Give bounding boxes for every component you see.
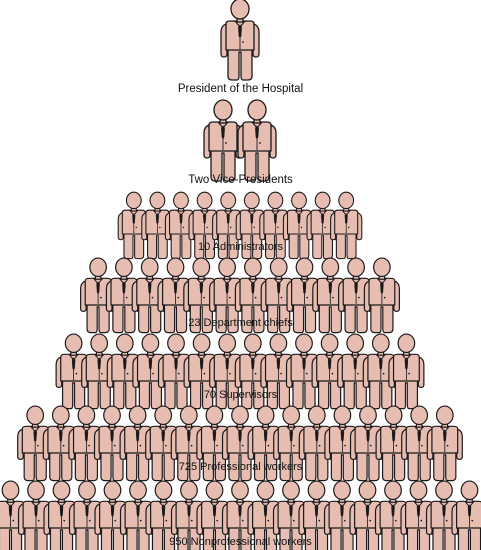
person-icon — [209, 333, 246, 410]
person-icon — [164, 191, 198, 260]
person-icon — [237, 99, 277, 182]
tier-label-nonprofessional-workers: 950 Nonprofessional workers — [169, 536, 312, 548]
person-icon — [306, 191, 339, 260]
tier-label-supervisors: 70 Supervisors — [203, 389, 278, 401]
tier-label-president: President of the Hospital — [177, 83, 304, 95]
person-icon — [203, 99, 243, 182]
person-icon — [196, 405, 233, 482]
tier-figures-supervisors — [55, 333, 425, 410]
tier-label-professional-workers: 725 Professional workers — [178, 461, 303, 473]
person-icon — [119, 405, 156, 482]
person-icon — [451, 480, 481, 550]
person-icon — [426, 405, 463, 482]
person-icon — [141, 191, 174, 260]
tier-label-vice-presidents: Two Vice-Presidents — [188, 174, 293, 186]
tier-figures-administrators — [117, 191, 363, 260]
tier-figures-vice-presidents — [203, 99, 277, 182]
tier-figures-nonprofessional-workers — [0, 480, 481, 550]
person-icon — [221, 480, 259, 550]
person-icon — [363, 257, 400, 334]
tier-figures-president — [220, 0, 260, 81]
person-icon — [220, 0, 260, 81]
person-icon — [42, 405, 79, 482]
person-icon — [260, 257, 297, 334]
person-icon — [273, 405, 310, 482]
person-icon — [93, 405, 131, 482]
tier-label-administrators: 10 Administrators — [198, 241, 283, 253]
person-icon — [330, 191, 363, 260]
person-icon — [80, 257, 117, 334]
person-icon — [119, 480, 157, 550]
tier-figures-professional-workers — [17, 405, 463, 482]
person-icon — [55, 333, 92, 410]
tier-label-department-chiefs: 23 Department chiefs — [188, 317, 293, 329]
tier-figures-department-chiefs — [80, 257, 400, 334]
